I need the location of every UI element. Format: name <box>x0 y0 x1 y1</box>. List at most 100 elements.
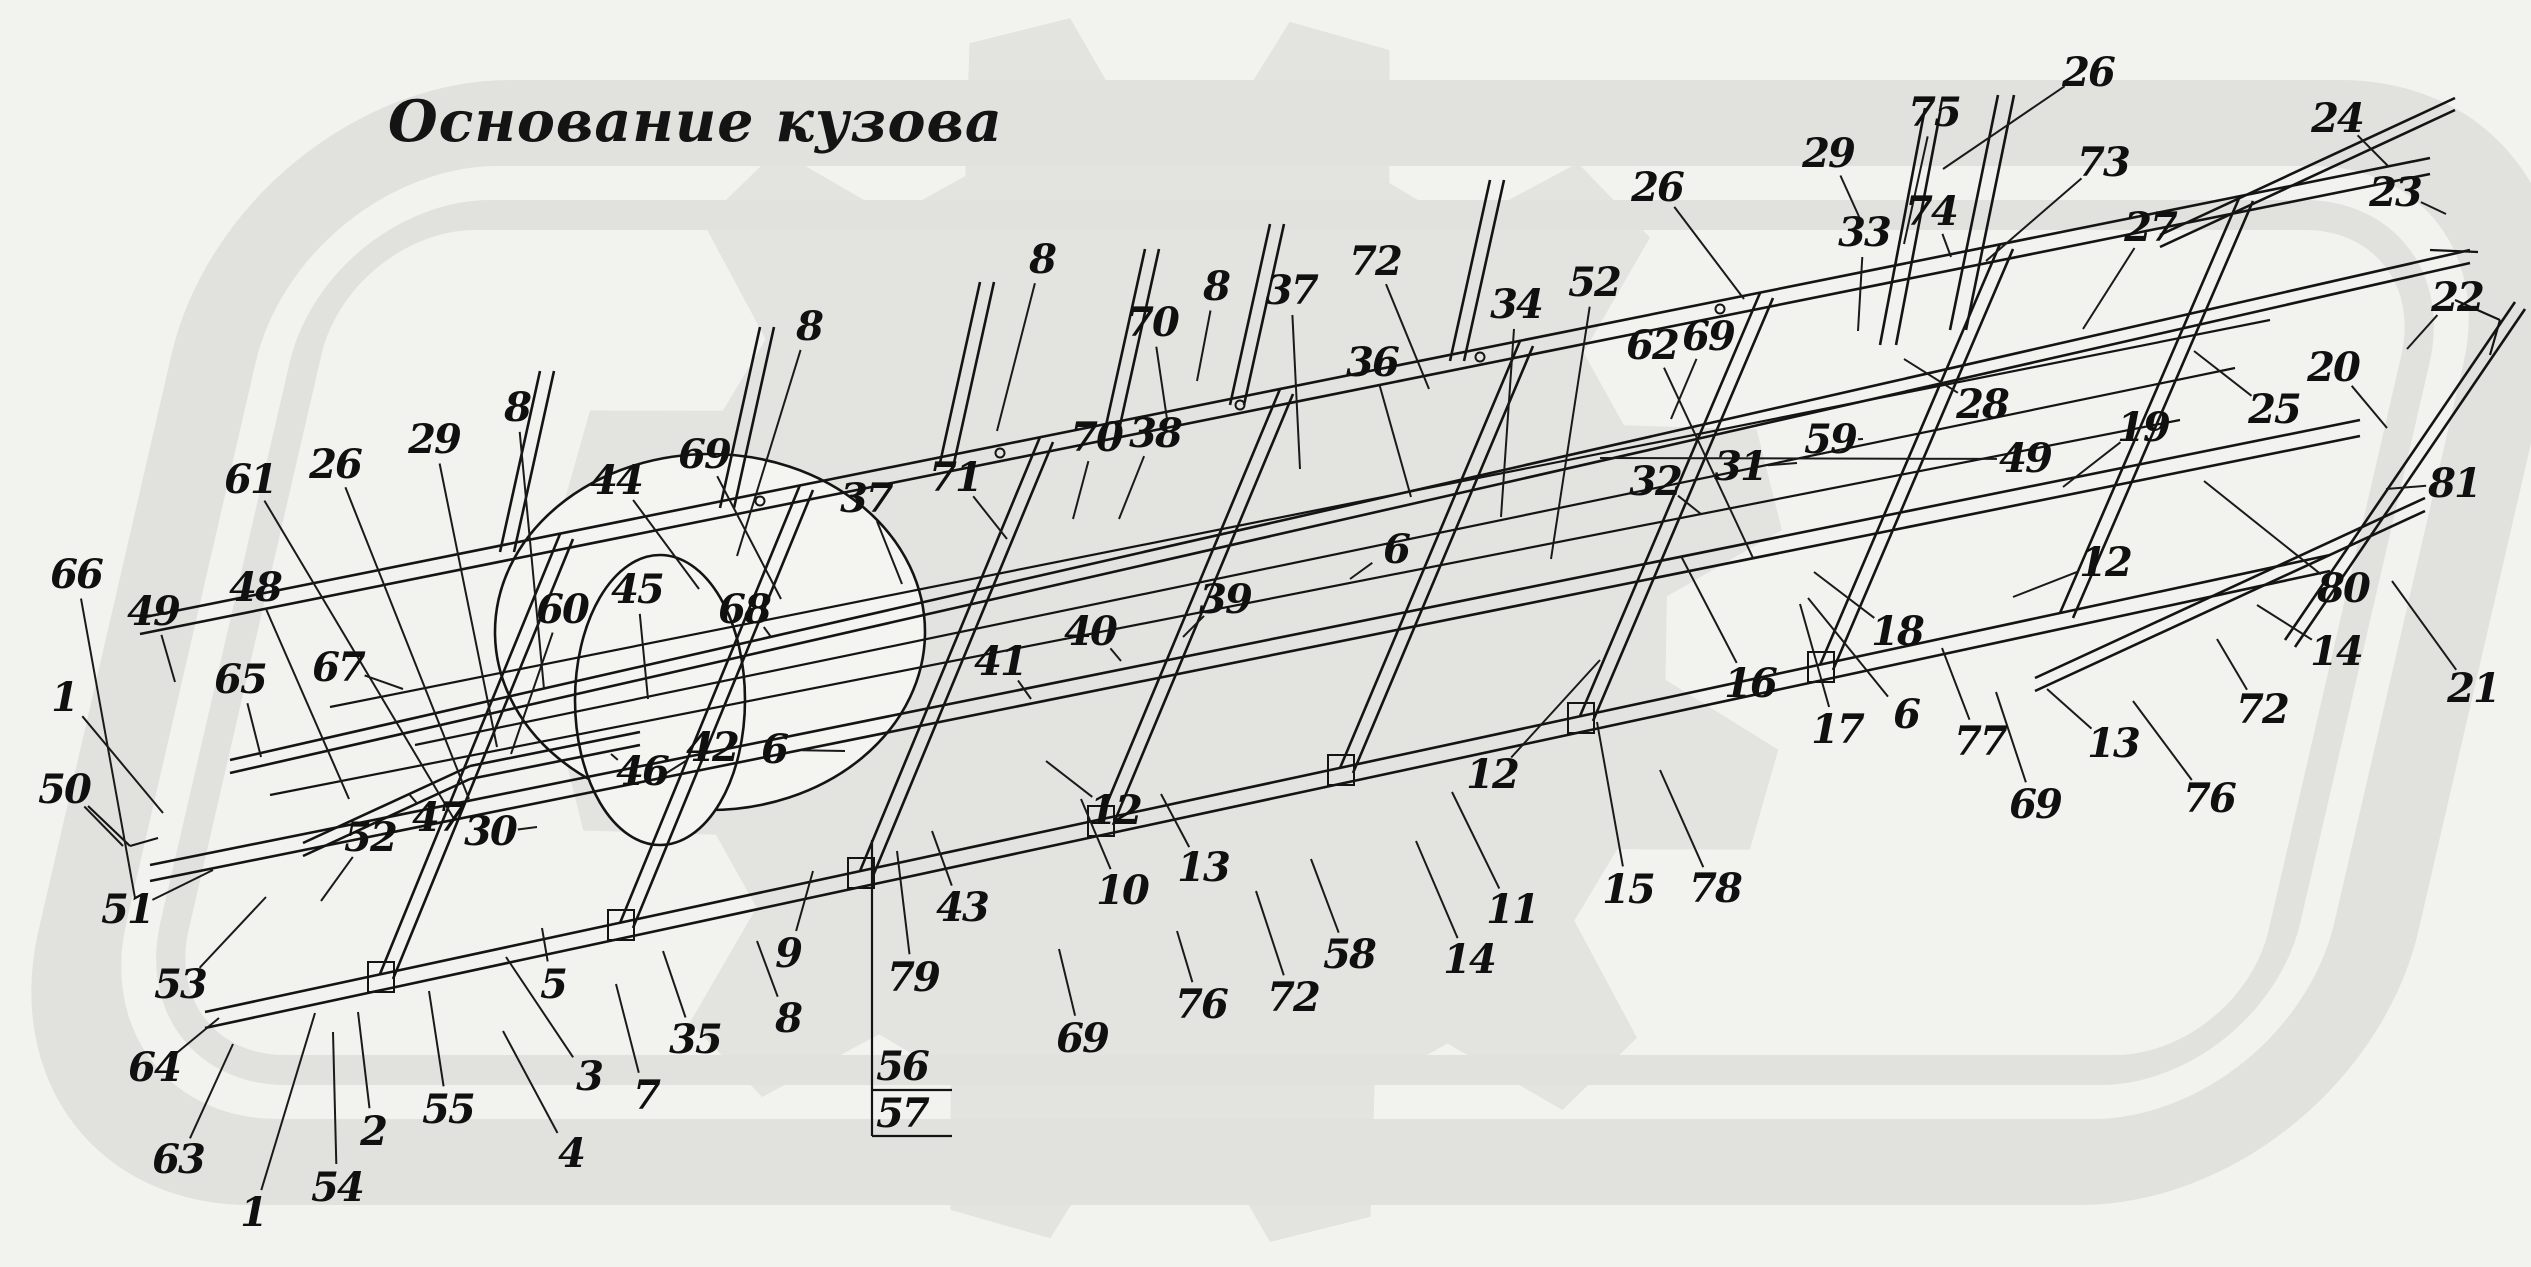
leader-line-29 <box>1839 175 1862 222</box>
part-label-28: 28 <box>1956 381 2010 428</box>
leader-line-27 <box>2082 247 2136 330</box>
part-label-22: 22 <box>2431 274 2485 321</box>
part-label-67: 67 <box>312 644 366 691</box>
leader-line-1 <box>260 1012 316 1191</box>
part-label-51: 51 <box>101 886 155 933</box>
part-label-32: 32 <box>1629 458 1683 505</box>
part-label-72: 72 <box>1349 238 1403 285</box>
leader-line-47 <box>408 793 418 804</box>
leader-line-67 <box>364 674 404 690</box>
leader-line-79 <box>896 850 911 955</box>
part-label-8: 8 <box>504 384 532 431</box>
leader-line-46 <box>610 753 619 761</box>
leader-line-30 <box>517 826 538 831</box>
leader-line-26 <box>344 486 470 800</box>
leader-line-34 <box>1500 328 1515 518</box>
leader-line-40 <box>1109 647 1122 662</box>
part-label-8: 8 <box>775 995 803 1042</box>
leader-line-72 <box>2216 638 2248 691</box>
leader-line-80 <box>2203 480 2322 576</box>
leader-line-63 <box>189 1043 234 1139</box>
leader-line-13 <box>2046 688 2093 730</box>
part-label-29: 29 <box>1802 130 1856 177</box>
leader-line-6 <box>1349 561 1373 580</box>
part-label-80: 80 <box>2317 565 2371 612</box>
leader-line-3 <box>505 956 574 1058</box>
leader-line-76 <box>1176 930 1194 983</box>
part-label-49: 49 <box>1999 435 2053 482</box>
part-label-8: 8 <box>1029 236 1057 283</box>
part-label-60: 60 <box>536 586 590 633</box>
part-label-54: 54 <box>311 1164 365 1211</box>
leader-line-70 <box>1155 346 1168 420</box>
part-label-33: 33 <box>1838 209 1892 256</box>
part-label-6: 6 <box>1383 526 1411 573</box>
leader-line-74 <box>1941 233 1952 258</box>
leader-line-12 <box>1510 659 1601 759</box>
part-label-63: 63 <box>152 1136 206 1183</box>
part-label-75: 75 <box>1908 89 1962 136</box>
leader-line-39 <box>1182 615 1205 638</box>
part-label-13: 13 <box>1177 844 1231 891</box>
gear-silhouette <box>558 18 1782 1242</box>
part-label-76: 76 <box>1175 981 1229 1028</box>
part-label-19: 19 <box>2117 404 2171 451</box>
leader-line-75 <box>1903 136 1929 245</box>
part-label-56: 56 <box>876 1043 930 1090</box>
leader-line-65 <box>246 702 262 758</box>
part-label-72: 72 <box>1267 974 1321 1021</box>
leader-line-73 <box>1985 177 2083 262</box>
leader-line-77 <box>1941 647 1971 721</box>
part-label-62: 62 <box>1626 322 1680 369</box>
leader-line-49 <box>1599 457 1998 460</box>
leader-line-29 <box>438 463 498 748</box>
leader-line-28 <box>1903 358 1959 394</box>
part-label-74: 74 <box>1905 188 1959 235</box>
part-label-78: 78 <box>1689 865 1743 912</box>
leader-line-12 <box>2012 570 2080 598</box>
part-label-6: 6 <box>761 726 789 773</box>
part-label-23: 23 <box>2369 169 2423 216</box>
leader-line-11 <box>1451 791 1501 890</box>
part-label-25: 25 <box>2248 386 2302 433</box>
leader-line-8 <box>518 431 545 690</box>
leader-line-37 <box>1291 314 1301 470</box>
leader-line-10 <box>1080 798 1112 870</box>
leader-line-21 <box>2391 580 2458 671</box>
detail-ellipse <box>573 553 747 847</box>
leader-line-81 <box>2385 484 2427 490</box>
part-label-42: 42 <box>686 724 740 771</box>
part-label-1: 1 <box>51 674 79 721</box>
leader-line-69 <box>1670 358 1698 420</box>
leader-line-8 <box>756 940 779 998</box>
part-label-47: 47 <box>412 794 466 841</box>
leader-line-5 <box>541 927 549 962</box>
leader-line-8 <box>996 282 1036 432</box>
part-label-52: 52 <box>344 814 398 861</box>
leader-line-12 <box>1045 760 1093 798</box>
leader-line-68 <box>762 626 772 638</box>
part-label-15: 15 <box>1602 866 1656 913</box>
part-label-37: 37 <box>840 475 894 522</box>
leader-line-49 <box>160 634 176 683</box>
part-label-14: 14 <box>2310 628 2364 675</box>
leader-line-4 <box>502 1030 559 1134</box>
leader-line-54 <box>332 1031 338 1165</box>
part-label-57: 57 <box>876 1090 930 1137</box>
part-label-6: 6 <box>1893 691 1921 738</box>
leader-line-41 <box>1017 679 1032 700</box>
part-label-49: 49 <box>127 588 181 635</box>
part-label-31: 31 <box>1714 443 1768 490</box>
leader-line-16 <box>1680 555 1738 664</box>
part-label-26: 26 <box>2062 49 2116 96</box>
part-label-8: 8 <box>796 303 824 350</box>
part-label-69: 69 <box>2009 781 2063 828</box>
part-label-12: 12 <box>1089 787 1143 834</box>
leader-line-33 <box>1857 256 1864 332</box>
part-label-9: 9 <box>775 930 803 977</box>
leader-line-8 <box>1196 310 1212 382</box>
part-label-43: 43 <box>936 884 990 931</box>
part-label-64: 64 <box>128 1044 182 1091</box>
part-label-66: 66 <box>50 551 104 598</box>
leader-line-9 <box>795 870 814 932</box>
